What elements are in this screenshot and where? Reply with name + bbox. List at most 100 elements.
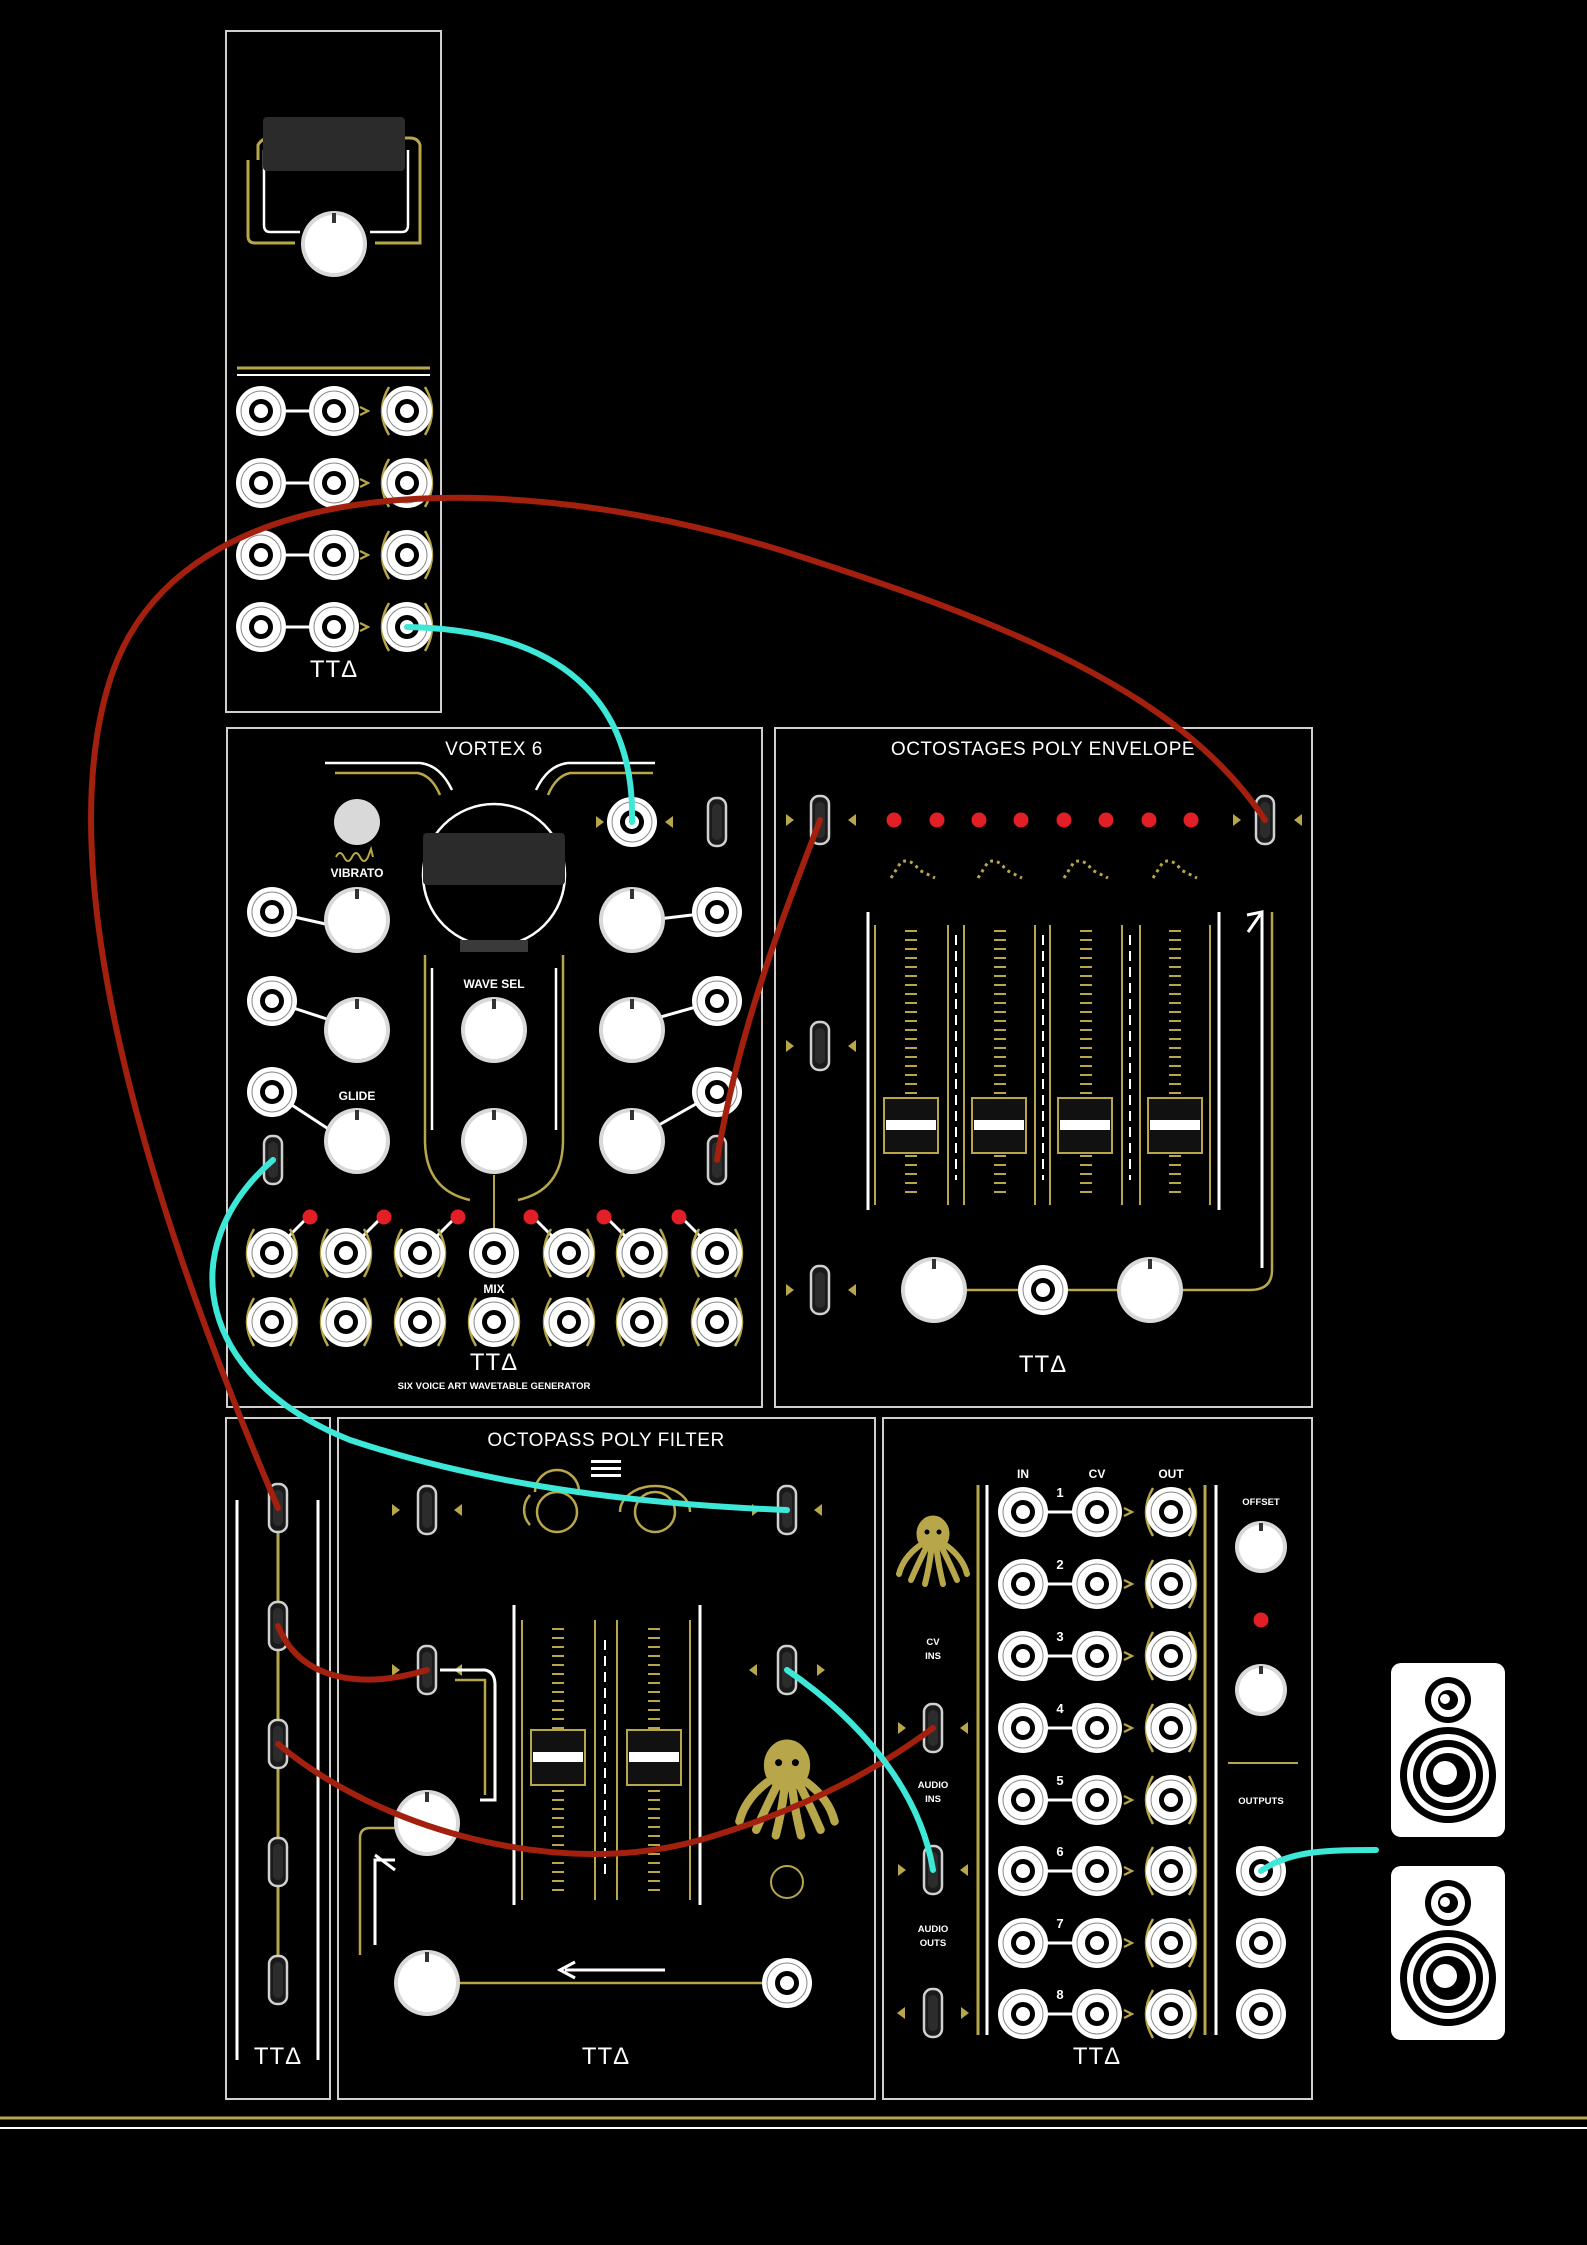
- channel-cv-jack[interactable]: [1072, 1918, 1122, 1968]
- cv-ins-label: INS: [925, 1651, 941, 1662]
- vortex-cv-jack[interactable]: [692, 887, 742, 937]
- vortex-cv-jack[interactable]: [692, 976, 742, 1026]
- channel-cv-jack[interactable]: [1072, 1631, 1122, 1681]
- audio-ins-label: INS: [925, 1794, 941, 1805]
- channel-out-jack[interactable]: [1146, 1989, 1196, 2039]
- mixer-channel-2: 2: [998, 1557, 1196, 1609]
- channel-out-jack[interactable]: [1146, 1703, 1196, 1753]
- channel-out-jack[interactable]: [1146, 1631, 1196, 1681]
- utility-jack[interactable]: [382, 530, 432, 580]
- vortex-knob[interactable]: [599, 997, 665, 1063]
- env-knob[interactable]: [901, 1257, 967, 1323]
- voice-out-jack[interactable]: [247, 1297, 297, 1347]
- stage-led: [972, 813, 987, 828]
- channel-in-jack[interactable]: [998, 1559, 1048, 1609]
- audio-outs-port[interactable]: [924, 1989, 942, 2037]
- octopass-title: OCTOPASS POLY FILTER: [487, 1430, 724, 1451]
- channel-cv-jack[interactable]: [1072, 1559, 1122, 1609]
- channel-out-jack[interactable]: [1146, 1918, 1196, 1968]
- vortex-poly-port[interactable]: [708, 798, 726, 846]
- audio-outs-label: OUTS: [920, 1938, 946, 1949]
- mix-jack[interactable]: [469, 1297, 519, 1347]
- stage-led: [1142, 813, 1157, 828]
- env-gate-jack[interactable]: [1018, 1265, 1068, 1315]
- resonance-knob[interactable]: [394, 1950, 460, 2016]
- vortex-knob[interactable]: [324, 997, 390, 1063]
- output-jack[interactable]: [1236, 1918, 1286, 1968]
- voice-out-jack[interactable]: [544, 1228, 594, 1278]
- utility-jack[interactable]: [309, 530, 359, 580]
- channel-in-jack[interactable]: [998, 1989, 1048, 2039]
- voice-out-jack[interactable]: [617, 1228, 667, 1278]
- utility-jack[interactable]: [236, 386, 286, 436]
- octostages-title: OCTOSTAGES POLY ENVELOPE: [891, 739, 1195, 760]
- mixer-channel-8: 8: [998, 1987, 1196, 2039]
- output-jack[interactable]: [1236, 1989, 1286, 2039]
- vortex-title: VORTEX 6: [445, 739, 543, 760]
- voice-out-jack[interactable]: [321, 1228, 371, 1278]
- vibrato-button[interactable]: [334, 799, 380, 845]
- channel-in-jack[interactable]: [998, 1775, 1048, 1825]
- utility-display: [263, 117, 405, 171]
- voice-out-jack[interactable]: [321, 1297, 371, 1347]
- vortex-cv-jack[interactable]: [247, 976, 297, 1026]
- narrow-port[interactable]: [269, 1838, 287, 1886]
- utility-jack[interactable]: [236, 458, 286, 508]
- utility-jack[interactable]: [236, 602, 286, 652]
- filter-poly-port[interactable]: [418, 1486, 436, 1534]
- channel-cv-jack[interactable]: [1072, 1487, 1122, 1537]
- utility-knob[interactable]: [301, 211, 367, 277]
- wave-sel-knob[interactable]: [461, 997, 527, 1063]
- utility-jack[interactable]: [309, 386, 359, 436]
- channel-cv-jack[interactable]: [1072, 1703, 1122, 1753]
- channel-out-jack[interactable]: [1146, 1846, 1196, 1896]
- mixer-channel-3: 3: [998, 1629, 1196, 1681]
- env-knob[interactable]: [1117, 1257, 1183, 1323]
- voice-out-jack[interactable]: [692, 1228, 742, 1278]
- voice-out-jack[interactable]: [395, 1228, 445, 1278]
- mix-out-jack[interactable]: [469, 1228, 519, 1278]
- utility-jack[interactable]: [309, 602, 359, 652]
- channel-in-jack[interactable]: [998, 1631, 1048, 1681]
- channel-in-jack[interactable]: [998, 1703, 1048, 1753]
- stage-led: [1057, 813, 1072, 828]
- channel-cv-jack[interactable]: [1072, 1775, 1122, 1825]
- level-knob[interactable]: [1235, 1664, 1287, 1716]
- filter-out-jack[interactable]: [762, 1958, 812, 2008]
- stage-led: [1184, 813, 1199, 828]
- hamburger-menu-icon[interactable]: [591, 1460, 621, 1477]
- glide-knob[interactable]: [324, 1108, 390, 1174]
- channel-cv-jack[interactable]: [1072, 1989, 1122, 2039]
- vortex-cv-jack[interactable]: [247, 1067, 297, 1117]
- channel-in-jack[interactable]: [998, 1918, 1048, 1968]
- voice-out-jack[interactable]: [247, 1228, 297, 1278]
- vortex-knob[interactable]: [599, 887, 665, 953]
- narrow-port[interactable]: [269, 1956, 287, 2004]
- env-poly-port[interactable]: [811, 1022, 829, 1070]
- voice-out-jack[interactable]: [692, 1297, 742, 1347]
- channel-out-jack[interactable]: [1146, 1775, 1196, 1825]
- env-poly-port[interactable]: [811, 1266, 829, 1314]
- channel-in-jack[interactable]: [998, 1487, 1048, 1537]
- utility-jack[interactable]: [309, 458, 359, 508]
- channel-cv-jack[interactable]: [1072, 1846, 1122, 1896]
- vortex-cv-jack[interactable]: [247, 887, 297, 937]
- offset-knob[interactable]: [1235, 1521, 1287, 1573]
- glide-label: GLIDE: [339, 1089, 376, 1103]
- channel-in-jack[interactable]: [998, 1846, 1048, 1896]
- vortex-knob[interactable]: [324, 887, 390, 953]
- channel-out-jack[interactable]: [1146, 1559, 1196, 1609]
- vortex-knob[interactable]: [599, 1108, 665, 1174]
- octostages-module: OCTOSTAGES POLY ENVELOPE: [775, 728, 1312, 1407]
- cv-column-label: CV: [1089, 1467, 1106, 1481]
- vortex-center-knob[interactable]: [461, 1108, 527, 1174]
- voice-out-jack[interactable]: [544, 1297, 594, 1347]
- channel-number: 3: [1056, 1629, 1063, 1644]
- voice-out-jack[interactable]: [617, 1297, 667, 1347]
- utility-row-1: [236, 386, 432, 436]
- vortex-indicator-bar: [460, 940, 528, 952]
- channel-out-jack[interactable]: [1146, 1487, 1196, 1537]
- utility-jack[interactable]: [382, 386, 432, 436]
- voice-out-jack[interactable]: [395, 1297, 445, 1347]
